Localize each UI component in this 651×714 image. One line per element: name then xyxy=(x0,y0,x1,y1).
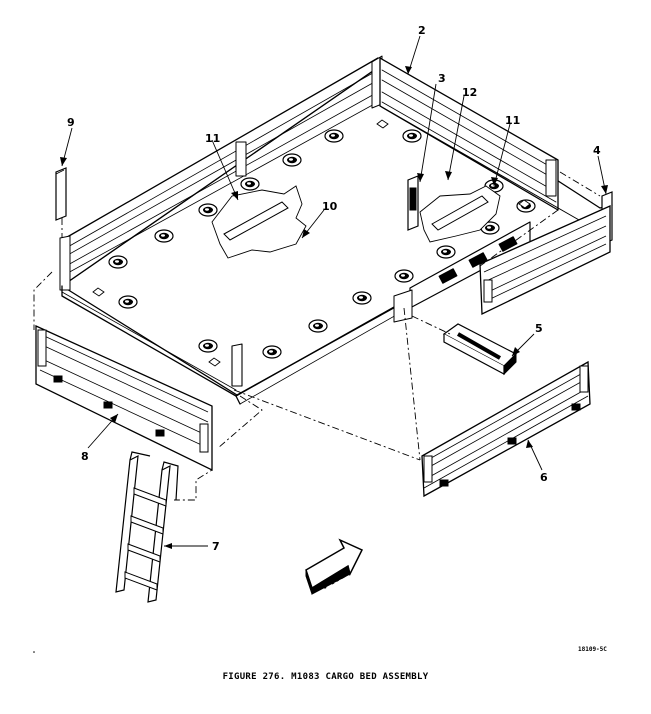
callout-4: 4 xyxy=(593,144,601,157)
callout-10: 10 xyxy=(322,200,338,213)
callout-5: 5 xyxy=(535,322,543,335)
light-bar-5 xyxy=(442,323,518,376)
callout-7: 7 xyxy=(212,540,220,553)
ladder-7 xyxy=(115,451,179,603)
stake-3 xyxy=(407,175,419,231)
assembly-lines xyxy=(33,171,601,501)
floor-cutaways xyxy=(211,185,501,259)
callout-11: 11 xyxy=(505,114,520,127)
callout-9: 9 xyxy=(67,116,75,129)
stake-9 xyxy=(55,167,67,221)
leader-arrows xyxy=(60,66,608,549)
callout-8: 8 xyxy=(81,450,89,463)
scan-speck xyxy=(33,651,35,653)
right-side-rack xyxy=(479,204,611,316)
callout-2: 2 xyxy=(418,24,426,37)
callout-6: 6 xyxy=(540,471,548,484)
figure-reference-code: 18109-5C xyxy=(578,646,607,653)
callout-3: 3 xyxy=(438,72,446,85)
callout-12: 12 xyxy=(462,86,477,99)
forward-arrow-icon: FWD xyxy=(305,538,364,595)
tailgate-6 xyxy=(421,360,591,498)
cargo-bed xyxy=(59,55,613,405)
callout-11: 11 xyxy=(205,132,220,145)
figure-caption: FIGURE 276. M1083 CARGO BED ASSEMBLY xyxy=(222,672,429,682)
callout-labels: 2 3 12 11 4 9 11 10 5 8 6 7 xyxy=(67,24,601,553)
left-rack-8 xyxy=(35,324,213,472)
